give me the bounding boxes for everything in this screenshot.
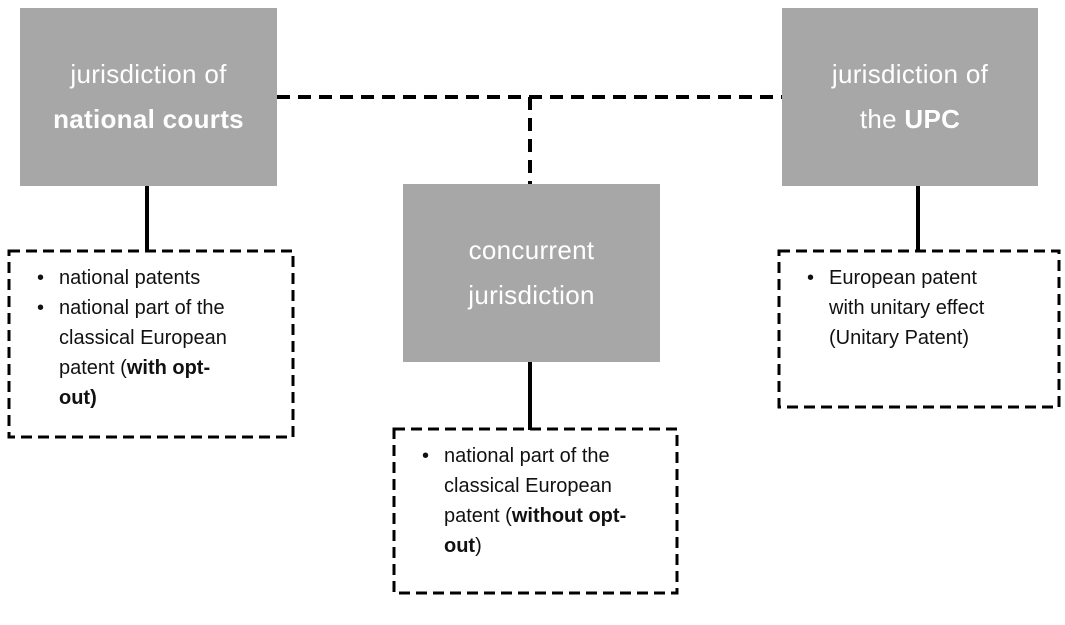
list-item-text: national patents — [59, 267, 201, 289]
list-box-upc: European patent with unitary effect (Uni… — [779, 251, 1059, 407]
node-jurisdiction-national-courts: jurisdiction of national courts — [20, 8, 277, 186]
list-item-text-bold: with opt-out) — [59, 357, 211, 409]
bullet-list: national part of the classical European … — [394, 429, 677, 561]
node-title-text-bold: national courts — [53, 104, 244, 134]
bullet-list: European patent with unitary effect (Uni… — [779, 251, 1059, 353]
node-title-text: concurrent — [468, 235, 595, 265]
node-title-text: the — [859, 104, 905, 134]
list-item: European patent with unitary effect (Uni… — [807, 263, 1001, 353]
list-box-concurrent: national part of the classical European … — [394, 429, 677, 593]
node-title-line: the UPC — [860, 97, 960, 142]
list-item: national part of the classical European … — [422, 441, 629, 561]
node-title-line: national courts — [53, 97, 244, 142]
list-item-text-bold: without opt-out — [444, 505, 627, 557]
node-title-line: jurisdiction — [468, 273, 594, 318]
list-item: national patents — [37, 263, 239, 293]
node-concurrent-jurisdiction: concurrent jurisdiction — [403, 184, 660, 362]
list-item-text: European patent with unitary effect (Uni… — [829, 267, 985, 349]
node-title-line: concurrent — [469, 228, 595, 273]
list-border-concurrent — [392, 427, 679, 595]
list-item-text: ) — [475, 535, 482, 557]
list-border-national-courts — [7, 249, 295, 439]
node-jurisdiction-upc: jurisdiction of the UPC — [782, 8, 1038, 186]
node-title-text: jurisdiction — [468, 280, 595, 310]
list-item: national part of the classical European … — [37, 293, 239, 413]
list-border-upc — [777, 249, 1061, 409]
bullet-list: national patents national part of the cl… — [9, 251, 293, 413]
list-item-text: national part of the classical European … — [59, 297, 227, 379]
node-title-text: jurisdiction of — [70, 59, 227, 89]
node-title-text-bold: UPC — [904, 104, 961, 134]
list-item-text: national part of the classical European … — [444, 445, 612, 527]
node-title-text: jurisdiction of — [831, 59, 989, 89]
list-box-national-courts: national patents national part of the cl… — [9, 251, 293, 437]
node-title-line: jurisdiction of — [70, 52, 226, 97]
node-title-line: jurisdiction of — [832, 52, 988, 97]
